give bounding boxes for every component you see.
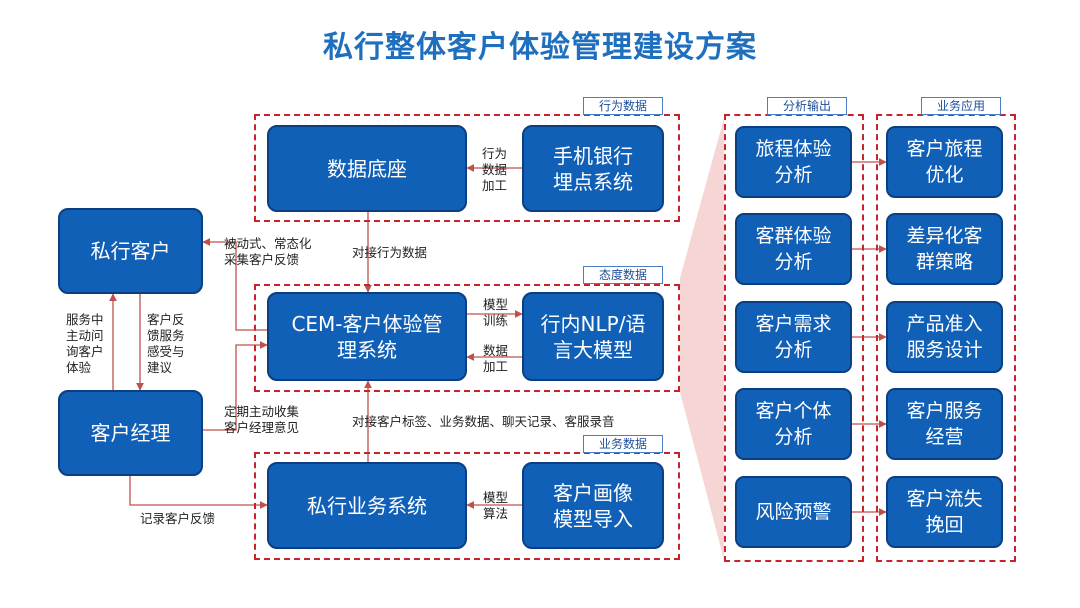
mobile-banking-node[interactable]: 手机银行 埋点系统	[522, 125, 664, 212]
attitude-data-group	[254, 284, 680, 392]
analysis-output-tag: 分析输出	[767, 97, 847, 115]
nlp-model-node[interactable]: 行内NLP/语 言大模型	[522, 292, 664, 381]
funnel-shape	[680, 118, 724, 560]
analysis-item[interactable]: 旅程体验 分析	[735, 126, 852, 198]
cem-system-node[interactable]: CEM-客户体验管 理系统	[267, 292, 467, 381]
account-manager-node[interactable]: 客户经理	[58, 390, 203, 476]
attitude-data-tag: 态度数据	[583, 266, 663, 284]
analysis-item[interactable]: 客群体验 分析	[735, 213, 852, 285]
application-item[interactable]: 产品准入 服务设计	[886, 301, 1003, 373]
application-item[interactable]: 客户服务 经营	[886, 388, 1003, 460]
analysis-item[interactable]: 客户需求 分析	[735, 301, 852, 373]
business-data-tag: 业务数据	[583, 435, 663, 453]
analysis-item[interactable]: 风险预警	[735, 476, 852, 548]
application-item[interactable]: 客户流失 挽回	[886, 476, 1003, 548]
analysis-item[interactable]: 客户个体 分析	[735, 388, 852, 460]
business-application-group	[876, 114, 1016, 562]
feedback-suggestion-label: 客户反 馈服务 感受与 建议	[147, 312, 185, 375]
behavior-data-group	[254, 114, 680, 222]
model-algorithm-label: 模型 算法	[483, 490, 509, 521]
private-client-node[interactable]: 私行客户	[58, 208, 203, 294]
record-feedback-label: 记录客户反馈	[140, 511, 216, 526]
passive-feedback-label: 被动式、常态化 采集客户反馈	[224, 236, 312, 267]
periodic-collection-label: 定期主动收集 客户经理意见	[224, 404, 300, 435]
connect-behavior-label: 对接行为数据	[352, 245, 428, 260]
behavior-data-tag: 行为数据	[583, 97, 663, 115]
model-training-label: 模型 训练	[483, 297, 509, 328]
business-data-group	[254, 452, 680, 560]
application-item[interactable]: 差异化客 群策略	[886, 213, 1003, 285]
data-base-node[interactable]: 数据底座	[267, 125, 467, 212]
behavior-processing-label: 行为 数据 加工	[482, 146, 508, 193]
private-business-system-node[interactable]: 私行业务系统	[267, 462, 467, 549]
business-application-tag: 业务应用	[921, 97, 1001, 115]
customer-profile-node[interactable]: 客户画像 模型导入	[522, 462, 664, 549]
analysis-output-group	[724, 114, 864, 562]
connect-tags-label: 对接客户标签、业务数据、聊天记录、客服录音	[352, 414, 615, 429]
service-inquiry-label: 服务中 主动问 询客户 体验	[66, 312, 104, 375]
data-processing-label: 数据 加工	[483, 343, 509, 374]
application-item[interactable]: 客户旅程 优化	[886, 126, 1003, 198]
page-title: 私行整体客户体验管理建设方案	[323, 30, 757, 65]
